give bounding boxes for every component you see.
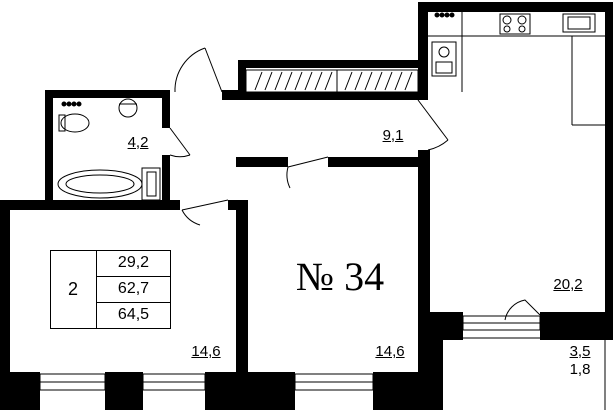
oven-icon [562, 13, 596, 33]
bedroom-center-area-label: 14,6 [375, 343, 405, 360]
apartment-number: № 34 [295, 254, 385, 299]
total-area: 62,7 [117, 280, 150, 297]
doors [169, 47, 541, 321]
sink-icon [118, 98, 138, 118]
bathroom-area-label: 4,2 [127, 134, 149, 151]
balcony-reduced-area-label: 1,8 [569, 361, 591, 378]
kitchen-area-label: 20,2 [553, 276, 583, 293]
stove-icon [499, 13, 531, 35]
summary-table: 2 29,2 62,7 64,5 [50, 250, 171, 329]
summary-table-grid [50, 250, 171, 329]
toilet-icon [60, 113, 90, 133]
rooms-count: 2 [67, 279, 78, 299]
kitchen-sink-icon [431, 41, 457, 77]
bathtub-icon [57, 169, 143, 199]
total-area-with-balcony: 64,5 [117, 306, 150, 323]
bedroom-left-area-label: 14,6 [191, 343, 221, 360]
kitchen-fixtures [428, 12, 605, 126]
balcony-area-label: 3,5 [569, 343, 591, 360]
bathroom-fixtures [57, 98, 161, 201]
wardrobe [245, 69, 419, 93]
windows [39, 315, 606, 410]
living-area: 29,2 [117, 254, 150, 271]
hallway-area-label: 9,1 [382, 127, 404, 144]
